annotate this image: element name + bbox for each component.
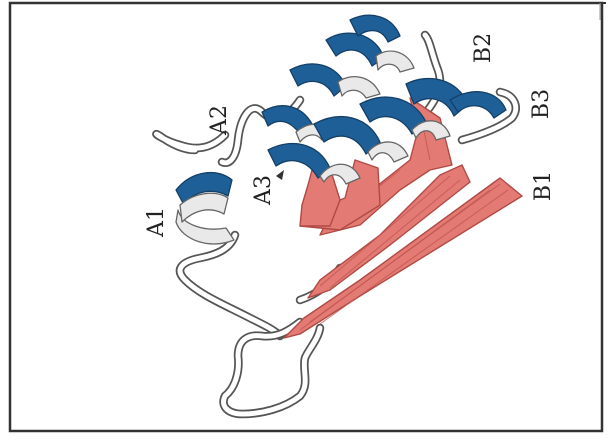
- label-a2: A2: [207, 105, 232, 136]
- helix-a1: [176, 173, 234, 244]
- a3-arrow-mark: [276, 170, 284, 180]
- label-a1: A1: [144, 207, 169, 238]
- label-a3: A3: [251, 175, 276, 206]
- label-b3: B3: [529, 89, 554, 119]
- label-b1: B1: [531, 171, 556, 201]
- label-b2: B2: [471, 33, 496, 63]
